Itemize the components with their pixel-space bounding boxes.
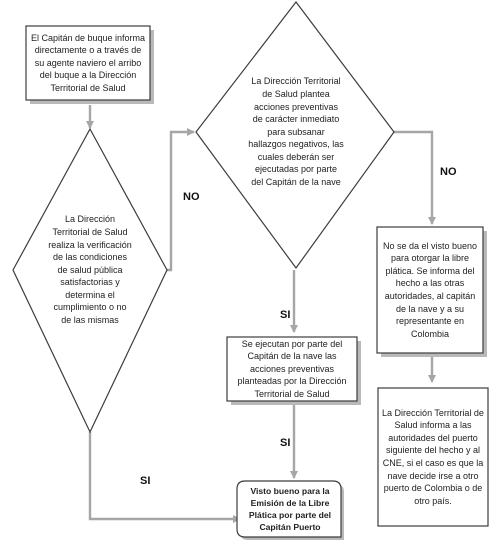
text-actions-executed: Se ejecutan por parte del Capitán de la …	[237, 338, 347, 399]
connectors	[86, 105, 436, 523]
label-no-left: NO	[183, 191, 200, 203]
text-free-pratique: Visto bueno para la Emisión de la Libre …	[248, 486, 332, 532]
node-inform-next-port	[377, 387, 489, 527]
label-no-right: NO	[440, 166, 457, 178]
node-free-pratique	[236, 480, 344, 540]
node-no-approval	[376, 226, 487, 357]
text-inform-next-port: La Dirección Territorial de Salud inform…	[382, 407, 484, 506]
arrow-preventive-no-to-rejection	[393, 130, 436, 225]
label-si-executed: SI	[280, 437, 291, 449]
label-si-preventive: SI	[280, 309, 291, 321]
node-preventive-actions	[195, 1, 395, 270]
node-actions-executed	[226, 336, 361, 405]
text-no-approval: No se da el visto bueno para otorgar la …	[382, 240, 478, 339]
text-preventive-actions: La Dirección Territorial de Salud plante…	[248, 76, 344, 188]
arrow-check-si-to-approval	[88, 432, 241, 523]
text-health-check: La Dirección Territorial de Salud realiz…	[48, 214, 132, 326]
node-captain-informs	[25, 25, 154, 104]
arrow-check-no-to-preventive	[166, 128, 195, 272]
text-captain-informs: El Capitán de buque informa directamente…	[30, 32, 146, 93]
label-si-check: SI	[140, 475, 151, 487]
node-health-check	[12, 127, 168, 434]
